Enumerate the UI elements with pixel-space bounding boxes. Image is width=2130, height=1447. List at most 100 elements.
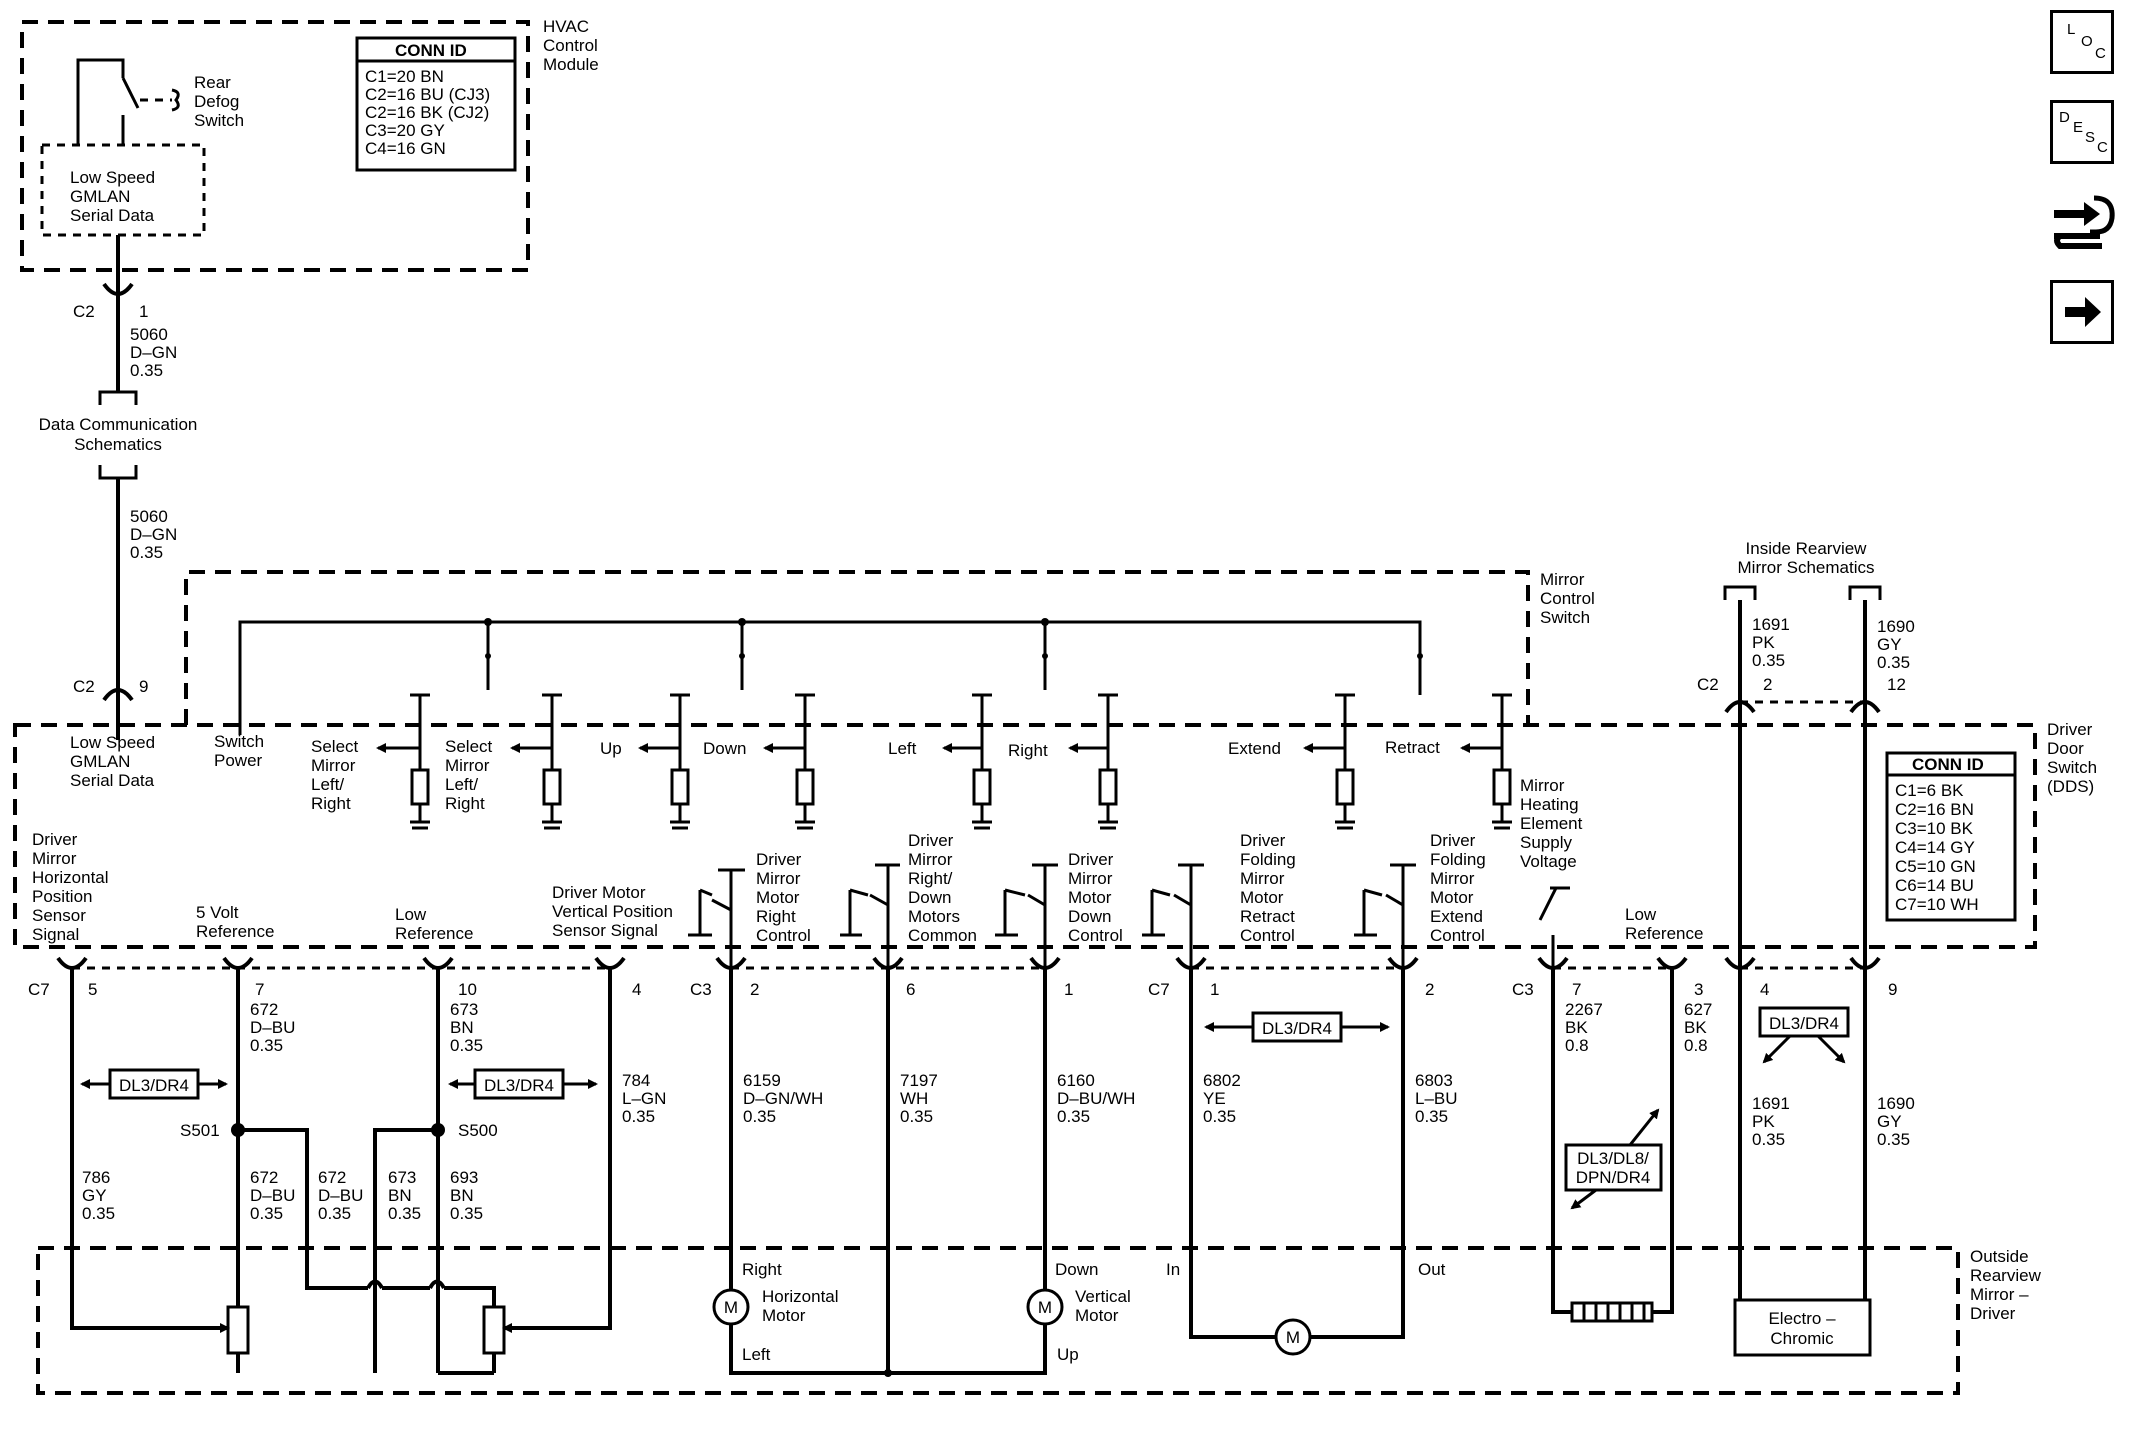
- svg-text:Down: Down: [1055, 1260, 1098, 1279]
- svg-text:C7: C7: [1148, 980, 1170, 999]
- svg-text:Retract: Retract: [1240, 907, 1295, 926]
- svg-text:C2: C2: [1697, 675, 1719, 694]
- svg-text:WH: WH: [900, 1089, 928, 1108]
- svg-text:Motor: Motor: [1068, 888, 1112, 907]
- svg-text:C3: C3: [1512, 980, 1534, 999]
- svg-text:7197: 7197: [900, 1071, 938, 1090]
- svg-text:Mirror: Mirror: [1430, 869, 1475, 888]
- svg-text:Right: Right: [1008, 741, 1048, 760]
- svg-text:Select: Select: [311, 737, 359, 756]
- arrow-right-icon: [2065, 297, 2101, 327]
- svg-text:BK: BK: [1565, 1018, 1588, 1037]
- svg-text:Driver: Driver: [908, 831, 954, 850]
- svg-text:M: M: [1286, 1328, 1300, 1347]
- svg-text:7: 7: [255, 980, 264, 999]
- svg-text:Switch: Switch: [194, 111, 244, 130]
- svg-text:C1=6 BK: C1=6 BK: [1895, 781, 1964, 800]
- svg-text:(DDS): (DDS): [2047, 777, 2094, 796]
- svg-text:C2: C2: [73, 677, 95, 696]
- svg-text:D–BU: D–BU: [318, 1186, 363, 1205]
- svg-text:Mirror Schematics: Mirror Schematics: [1738, 558, 1875, 577]
- svg-text:D–GN: D–GN: [130, 525, 177, 544]
- svg-text:Driver: Driver: [1068, 850, 1114, 869]
- svg-text:Motor: Motor: [1430, 888, 1474, 907]
- svg-text:C4=14 GY: C4=14 GY: [1895, 838, 1975, 857]
- svg-text:Heating: Heating: [1520, 795, 1579, 814]
- svg-text:Switch: Switch: [2047, 758, 2097, 777]
- svg-text:L–GN: L–GN: [622, 1089, 666, 1108]
- svg-text:784: 784: [622, 1071, 650, 1090]
- svg-text:4: 4: [632, 980, 641, 999]
- svg-text:DL3/DL8/: DL3/DL8/: [1577, 1149, 1649, 1168]
- svg-text:Outside: Outside: [1970, 1247, 2029, 1266]
- svg-text:0.35: 0.35: [450, 1036, 483, 1055]
- svg-text:BN: BN: [388, 1186, 412, 1205]
- svg-text:673: 673: [450, 1000, 478, 1019]
- svg-text:Mirror –: Mirror –: [1970, 1285, 2029, 1304]
- svg-text:Driver Motor: Driver Motor: [552, 883, 646, 902]
- svg-text:S500: S500: [458, 1121, 498, 1140]
- svg-text:0.35: 0.35: [130, 361, 163, 380]
- svg-text:Motor: Motor: [756, 888, 800, 907]
- svg-text:Left: Left: [742, 1345, 771, 1364]
- svg-text:Common: Common: [908, 926, 977, 945]
- svg-text:Out: Out: [1418, 1260, 1446, 1279]
- svg-text:Mirror: Mirror: [1540, 570, 1585, 589]
- connector-row: C7 5 7 10 4 C3 2 6 1 C7 1 2 C3 7 3 4 9: [28, 956, 1897, 999]
- svg-text:D–GN: D–GN: [130, 343, 177, 362]
- svg-text:Low Speed: Low Speed: [70, 733, 155, 752]
- driver-door-switch: Driver Door Switch (DDS) Low Speed GMLAN…: [13, 720, 2097, 975]
- svg-text:0.35: 0.35: [1877, 1130, 1910, 1149]
- svg-text:GMLAN: GMLAN: [70, 752, 130, 771]
- svg-text:0.35: 0.35: [1752, 1130, 1785, 1149]
- svg-text:0.35: 0.35: [622, 1107, 655, 1126]
- svg-text:Right: Right: [311, 794, 351, 813]
- hvac-control-module: HVAC Control Module Rear Defog Switch Lo…: [20, 17, 599, 272]
- svg-text:Mirror: Mirror: [1068, 869, 1113, 888]
- svg-text:1: 1: [1210, 980, 1219, 999]
- svg-text:Inside Rearview: Inside Rearview: [1746, 539, 1868, 558]
- svg-text:Control: Control: [1540, 589, 1595, 608]
- svg-text:693: 693: [450, 1168, 478, 1187]
- desc-button[interactable]: D E S C: [2050, 100, 2114, 164]
- svg-text:1: 1: [1064, 980, 1073, 999]
- svg-text:0.35: 0.35: [250, 1036, 283, 1055]
- svg-text:2: 2: [750, 980, 759, 999]
- svg-text:0.35: 0.35: [318, 1204, 351, 1223]
- svg-text:C3: C3: [690, 980, 712, 999]
- svg-text:Supply: Supply: [1520, 833, 1572, 852]
- next-arrow-button[interactable]: [2050, 280, 2114, 344]
- svg-text:DL3/DR4: DL3/DR4: [484, 1076, 554, 1095]
- svg-text:Motor: Motor: [762, 1306, 806, 1325]
- svg-text:Reference: Reference: [1625, 924, 1703, 943]
- svg-text:Control: Control: [1240, 926, 1295, 945]
- svg-text:Right: Right: [445, 794, 485, 813]
- repair-icon[interactable]: [2050, 188, 2118, 256]
- svg-text:C6=14 BU: C6=14 BU: [1895, 876, 1974, 895]
- hvac-conn-id-table: CONN ID C1=20 BN C2=16 BU (CJ3) C2=16 BK…: [355, 36, 517, 172]
- svg-text:C2=16 BU (CJ3): C2=16 BU (CJ3): [365, 85, 490, 104]
- svg-text:6160: 6160: [1057, 1071, 1095, 1090]
- svg-text:5060: 5060: [130, 325, 168, 344]
- svg-text:0.35: 0.35: [1203, 1107, 1236, 1126]
- svg-text:BK: BK: [1684, 1018, 1707, 1037]
- svg-text:672: 672: [250, 1000, 278, 1019]
- svg-text:3: 3: [1694, 980, 1703, 999]
- option-badges: DL3/DR4 DL3/DR4 DL3/DR4 DL3/DL8/ DPN/DR4…: [80, 1006, 1850, 1210]
- svg-text:0.35: 0.35: [82, 1204, 115, 1223]
- svg-text:Motor: Motor: [1240, 888, 1284, 907]
- svg-text:PK: PK: [1752, 1112, 1775, 1131]
- svg-text:Mirror: Mirror: [32, 849, 77, 868]
- svg-text:Down: Down: [1068, 907, 1111, 926]
- svg-text:Data Communication: Data Communication: [39, 415, 198, 434]
- svg-text:5 Volt: 5 Volt: [196, 903, 239, 922]
- loc-button[interactable]: L O C: [2050, 10, 2114, 74]
- svg-text:Low: Low: [1625, 905, 1657, 924]
- svg-text:Power: Power: [214, 751, 263, 770]
- svg-text:Up: Up: [600, 739, 622, 758]
- svg-text:M: M: [724, 1298, 738, 1317]
- svg-text:C2: C2: [73, 302, 95, 321]
- svg-text:Extend: Extend: [1430, 907, 1483, 926]
- svg-text:Up: Up: [1057, 1345, 1079, 1364]
